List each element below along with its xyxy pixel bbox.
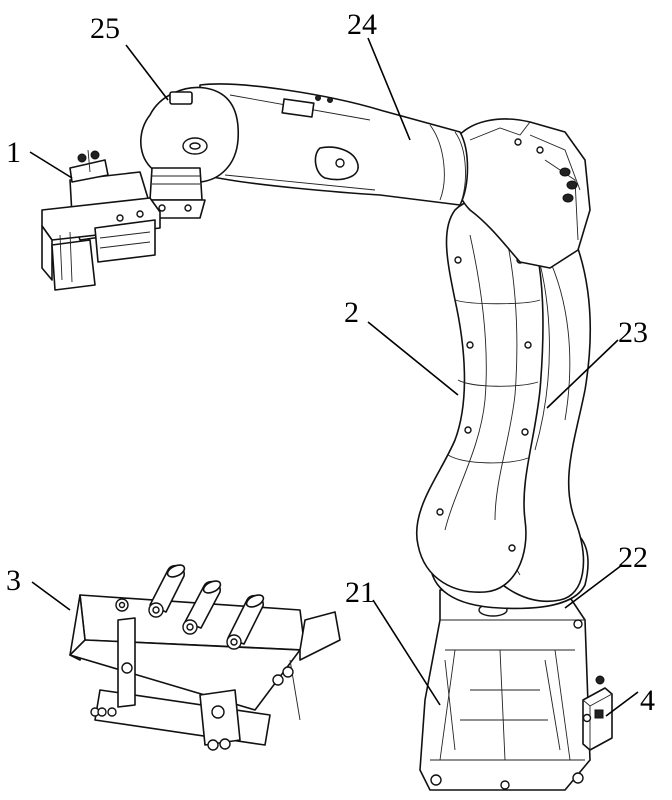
leader-21: [372, 599, 441, 706]
label-22: 22: [618, 541, 648, 574]
label-1: 1: [6, 136, 21, 169]
leader-3: [31, 581, 71, 611]
leader-25: [125, 44, 169, 101]
roller-2: [182, 580, 222, 635]
roller-3: [226, 594, 265, 650]
connector-box: [582, 675, 613, 751]
leader-23: [546, 339, 619, 409]
robot-base: [419, 589, 591, 791]
leader-1: [29, 151, 73, 179]
leader-4: [605, 691, 639, 717]
end-effector: [41, 149, 161, 291]
wrist-joint: [140, 86, 240, 219]
reference-labels: 1 2 3 4 21 22 23 24 25: [6, 8, 655, 717]
label-3: 3: [6, 564, 21, 597]
leader-2: [367, 321, 459, 396]
label-21: 21: [345, 576, 375, 609]
label-4: 4: [640, 684, 655, 717]
forearm: [199, 83, 469, 206]
label-24: 24: [347, 8, 377, 41]
leader-22: [564, 564, 623, 609]
roller-1: [148, 564, 186, 618]
upper-arm: [415, 197, 544, 593]
leader-lines: [29, 37, 639, 717]
leader-24: [367, 37, 411, 141]
label-25: 25: [90, 12, 120, 45]
roller-fixture: [69, 564, 341, 751]
label-2: 2: [344, 296, 359, 329]
label-23: 23: [618, 316, 648, 349]
